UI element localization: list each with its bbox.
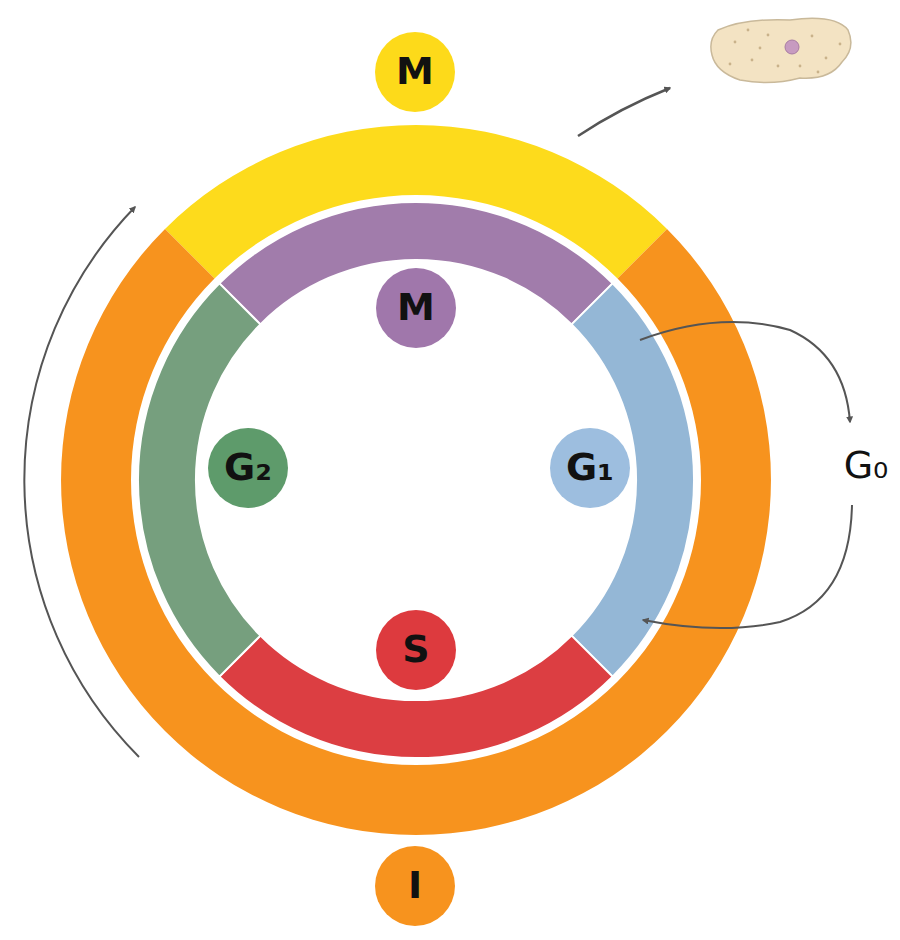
phase-label: S	[402, 629, 429, 671]
circle-fill	[375, 32, 455, 112]
s-phase-circle: S	[376, 610, 456, 690]
circle-fill	[376, 610, 456, 690]
circle-fill	[376, 268, 456, 348]
m-phase-circle: M	[376, 268, 456, 348]
g0-label: G₀	[842, 445, 891, 487]
cycle-direction-arrow	[24, 207, 139, 757]
circle-fill	[208, 428, 288, 508]
circle-fill	[550, 428, 630, 508]
mitosis-circle: M	[375, 32, 455, 112]
phase-label: G₁	[566, 447, 614, 489]
g2-phase-circle: G₂	[208, 428, 288, 508]
phase-label: M	[396, 51, 434, 93]
phase-label: G₂	[224, 447, 272, 489]
interphase-circle: I	[375, 846, 455, 926]
circle-fill	[375, 846, 455, 926]
phase-label: M	[397, 287, 435, 329]
division-arrow	[578, 88, 670, 136]
g0-return-arrow	[643, 505, 852, 628]
daughter-cell	[711, 18, 851, 82]
g1-phase-circle: G₁	[550, 428, 630, 508]
interphase-band	[61, 229, 771, 835]
phase-label: I	[408, 865, 422, 907]
g0-exit-arrow	[640, 322, 850, 422]
